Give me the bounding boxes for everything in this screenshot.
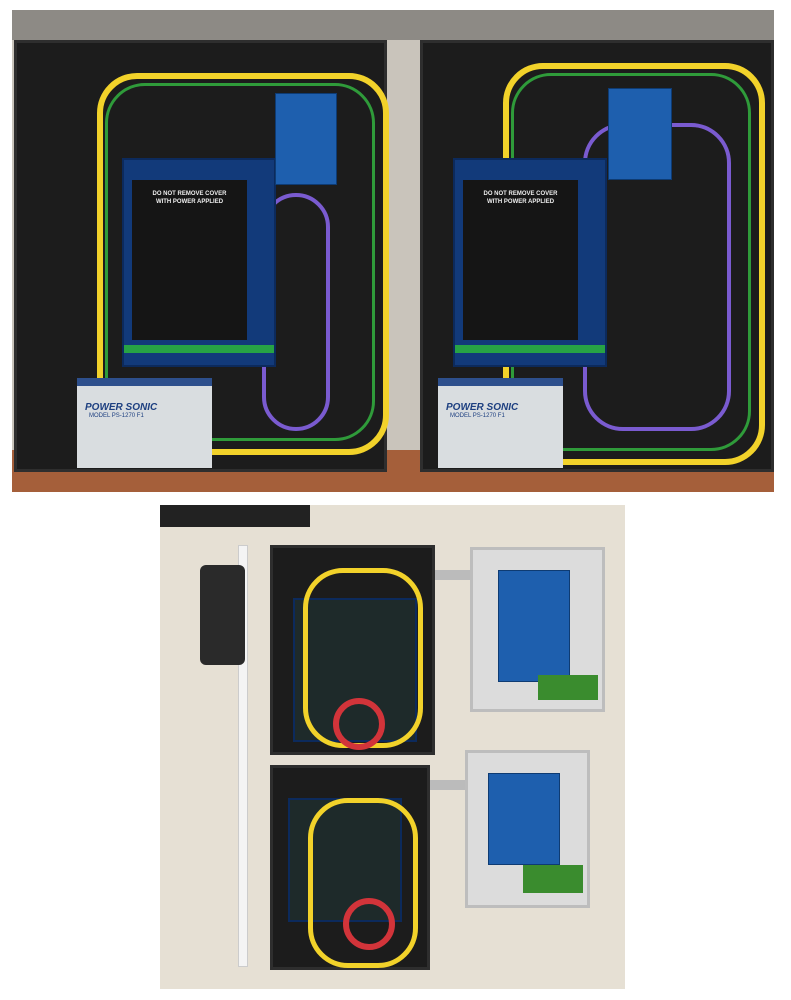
battery-brand: POWER SONIC	[446, 402, 519, 413]
warning-text: WITH POWER APPLIED	[486, 199, 555, 205]
relay-board	[275, 93, 337, 185]
warning-text: DO NOT REMOVE COVER	[483, 191, 558, 197]
right-enclosure: DO NOT REMOVE COVER WITH POWER APPLIED P…	[420, 40, 774, 472]
conduit	[238, 545, 248, 967]
warning-text: WITH POWER APPLIED	[155, 199, 224, 205]
red-wire-coil	[333, 698, 385, 750]
upper-power-supply-box	[470, 547, 605, 712]
controller-board: DO NOT REMOVE COVER WITH POWER APPLIED	[453, 158, 607, 367]
battery: POWER SONIC MODEL PS-1270 F1	[77, 378, 212, 468]
lower-power-supply-box	[465, 750, 590, 908]
controller-board: DO NOT REMOVE COVER WITH POWER APPLIED	[122, 158, 276, 367]
battery-model: MODEL PS-1270 F1	[89, 413, 144, 419]
battery: POWER SONIC MODEL PS-1270 F1	[438, 378, 563, 468]
yellow-wire-bundle	[308, 798, 418, 968]
terminal-strip	[124, 345, 274, 353]
power-supply-board	[488, 773, 560, 865]
power-strip	[200, 565, 245, 665]
battery-model: MODEL PS-1270 F1	[450, 413, 505, 419]
ceiling-shelf	[12, 10, 774, 40]
relay-board	[608, 88, 672, 180]
board-cover: DO NOT REMOVE COVER WITH POWER APPLIED	[463, 180, 578, 340]
battery-brand: POWER SONIC	[85, 402, 158, 413]
left-enclosure: DO NOT REMOVE COVER WITH POWER APPLIED P…	[14, 40, 389, 472]
lower-black-enclosure	[270, 765, 430, 970]
terminal-strip	[455, 345, 605, 353]
battery	[538, 675, 598, 700]
green-wire-bundle	[105, 83, 375, 441]
top-photo: DO NOT REMOVE COVER WITH POWER APPLIED P…	[12, 10, 774, 492]
power-supply-board	[498, 570, 570, 682]
conduit-connector	[430, 780, 470, 790]
conduit-connector	[435, 570, 475, 580]
overhead-shelf	[160, 505, 310, 527]
red-wire-coil	[343, 898, 395, 950]
bottom-photo	[160, 505, 625, 989]
battery	[523, 865, 583, 893]
yellow-wire-bundle	[97, 73, 389, 455]
board-cover: DO NOT REMOVE COVER WITH POWER APPLIED	[132, 180, 247, 340]
upper-black-enclosure	[270, 545, 435, 755]
warning-text: DO NOT REMOVE COVER	[152, 191, 227, 197]
